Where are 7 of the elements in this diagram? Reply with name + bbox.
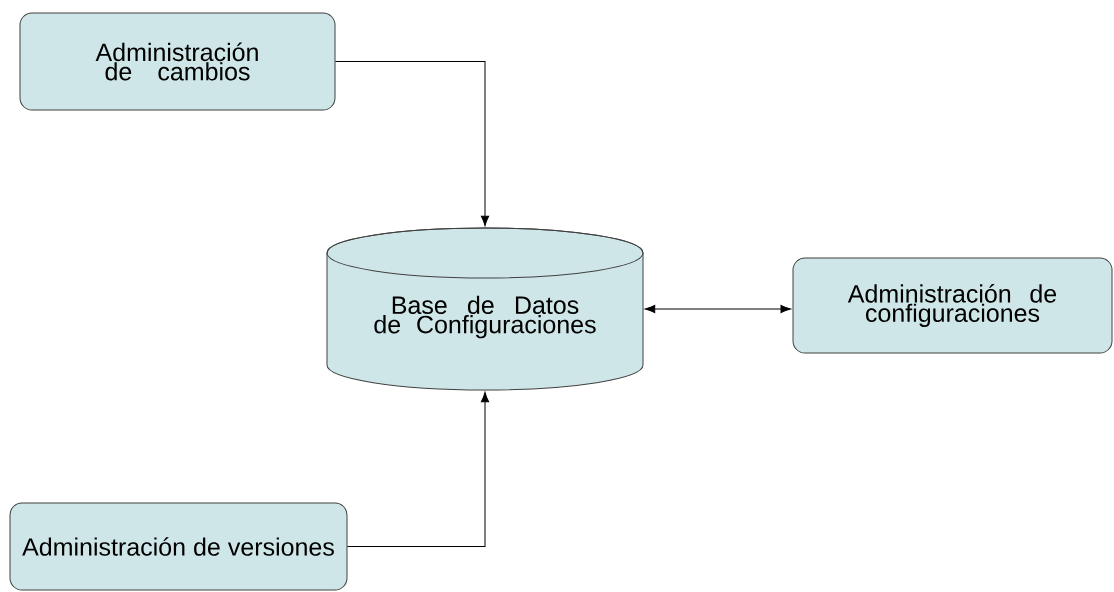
database-cylinder: Base de Datos de Configuraciones [326,227,644,391]
arrow [347,391,490,547]
process-box: Administración de configuraciones [792,257,1113,354]
process-box: Administración de versiones [9,502,348,591]
arrow [335,61,490,227]
arrow [644,304,791,314]
process-box: Administración de cambios [19,12,336,111]
